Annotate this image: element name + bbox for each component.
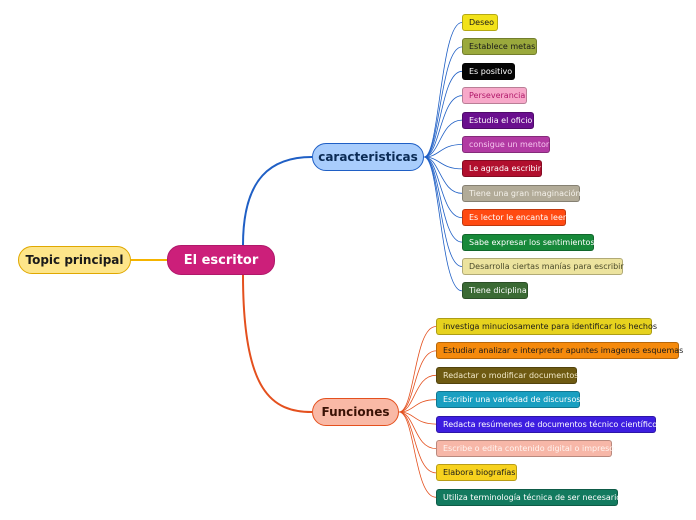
leaf-node[interactable]: Utiliza terminología técnica de ser nece… (436, 488, 622, 506)
leaf-node[interactable]: Deseo (462, 14, 498, 31)
leaf-node[interactable]: Desarrolla ciertas manías para escribir (462, 258, 624, 275)
branch-node-1-label: caracteristicas (318, 150, 418, 164)
leaf-node-label: Sabe expresar los sentimientos (469, 237, 595, 247)
leaf-node[interactable]: Escribe o edita contenido digital o impr… (436, 440, 615, 457)
leaf-node-label: Redacta resúmenes de documentos técnico … (443, 419, 662, 429)
leaf-link-2-8 (398, 411, 437, 498)
leaf-node[interactable]: Es lector le encanta leer (462, 209, 567, 227)
leaf-link-1-5 (423, 119, 463, 158)
leaf-node[interactable]: Tiene una gran imaginación (462, 184, 581, 202)
branch-node-1[interactable]: caracteristicas (312, 143, 424, 171)
leaf-node[interactable]: Estudiar analizar e interpretar apuntes … (436, 342, 683, 360)
leaf-node[interactable]: Elabora biografías (436, 464, 517, 482)
leaf-link-1-3 (423, 70, 463, 158)
branch-node-2[interactable]: Funciones (312, 398, 399, 426)
leaf-node[interactable]: Redactar o modificar documentos (436, 366, 579, 384)
leaf-node-label: Estudia el oficio (469, 115, 533, 125)
leaf-node[interactable]: Perseverancia (462, 87, 527, 105)
leaf-node-label: Tiene una gran imaginación (469, 188, 581, 198)
leaf-node[interactable]: Escribir una variedad de discursos (436, 391, 581, 409)
leaf-node[interactable]: Establece metas (462, 38, 537, 56)
leaf-link-1-6 (423, 144, 463, 158)
leaf-node-label: Elabora biografías (443, 468, 516, 478)
leaf-node-label: consigue un mentor (469, 140, 550, 149)
leaf-node-label: Deseo (469, 18, 495, 27)
central-node[interactable]: El escritor (167, 245, 275, 275)
leaf-node[interactable]: Tiene diciplina (462, 282, 528, 300)
leaf-link-1-10 (423, 156, 463, 243)
topic-principal-node-label: Topic principal (25, 253, 124, 267)
leaf-link-1-1 (423, 22, 463, 158)
branch-node-2-label: Funciones (321, 405, 390, 419)
connector-lines (131, 22, 463, 498)
leaf-node[interactable]: Estudia el oficio (462, 111, 534, 129)
leaf-node-label: Es lector le encanta leer (469, 213, 567, 223)
branch-link-2 (242, 274, 313, 413)
leaf-node-label: Escribe o edita contenido digital o impr… (443, 444, 615, 453)
central-node-label: El escritor (183, 252, 259, 268)
leaf-node[interactable]: Le agrada escribir (462, 160, 542, 178)
leaf-node-label: Establece metas (469, 42, 536, 52)
leaf-link-2-1 (398, 326, 437, 413)
leaf-link-1-11 (423, 156, 463, 267)
leaf-node-label: Redactar o modificar documentos (443, 370, 579, 380)
leaf-node-label: Tiene diciplina (469, 286, 527, 296)
leaf-node[interactable]: Sabe expresar los sentimientos (462, 233, 595, 251)
leaf-node-label: Escribir una variedad de discursos (443, 395, 581, 405)
leaf-node-label: Perseverancia (469, 91, 526, 101)
leaf-node-label: Le agrada escribir (469, 164, 542, 174)
leaf-link-2-7 (398, 411, 437, 474)
leaf-node-label: investiga minuciosamente para identifica… (443, 322, 658, 331)
leaf-node-label: Estudiar analizar e interpretar apuntes … (443, 346, 684, 356)
leaf-link-2-3 (398, 374, 437, 413)
leaf-link-2-4 (398, 399, 437, 413)
leaf-link-2-6 (398, 411, 437, 449)
leaf-node-label: Desarrolla ciertas manías para escribir (469, 262, 624, 271)
leaf-node[interactable]: investiga minuciosamente para identifica… (436, 318, 657, 335)
leaf-link-1-4 (423, 95, 463, 158)
leaf-link-1-2 (423, 46, 463, 158)
leaf-link-2-2 (398, 350, 437, 413)
leaf-link-1-12 (423, 156, 463, 292)
leaf-node-label: Utiliza terminología técnica de ser nece… (443, 492, 622, 502)
leaf-node-label: Es positivo (469, 66, 513, 76)
topic-principal-node[interactable]: Topic principal (18, 246, 131, 274)
branch-link-1 (242, 156, 313, 246)
leaf-node[interactable]: Redacta resúmenes de documentos técnico … (436, 415, 661, 433)
leaf-node[interactable]: Es positivo (462, 62, 515, 80)
leaf-link-1-9 (423, 156, 463, 219)
leaf-node[interactable]: consigue un mentor (462, 136, 550, 153)
